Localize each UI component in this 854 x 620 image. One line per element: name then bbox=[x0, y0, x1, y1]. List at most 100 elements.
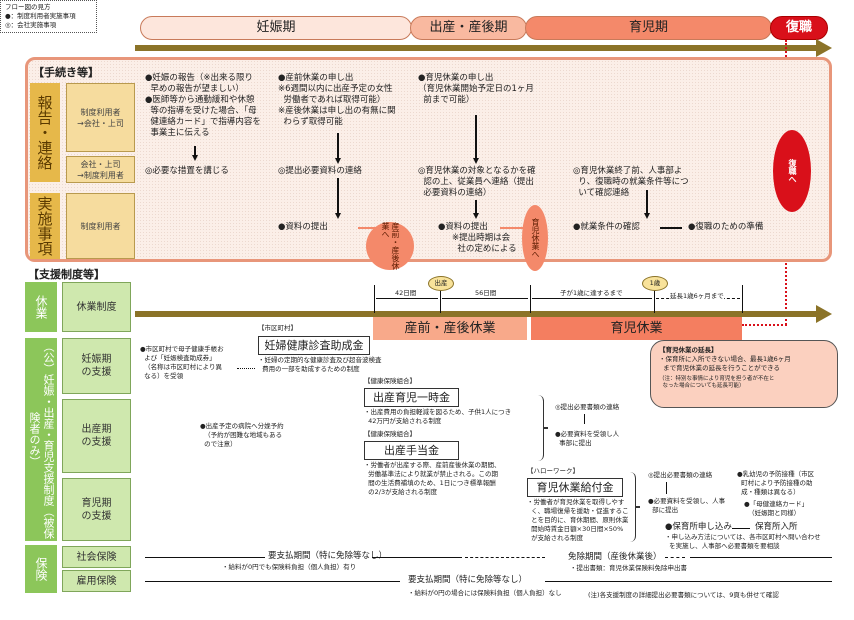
extension-callout: 【育児休業の延長】 ・保育所に入所できない場合、最長1歳6ヶ月 まで育児休業の延… bbox=[650, 340, 838, 408]
nursery-entry: 保育所入所 bbox=[755, 522, 798, 532]
action-check-conditions: ●就業条件の確認 bbox=[573, 222, 640, 232]
span-line bbox=[372, 557, 462, 558]
birth-submit: ●必要資料を受領し人 事部に提出 bbox=[555, 430, 620, 447]
pregnancy-org: 【市区町村】 bbox=[258, 324, 297, 332]
row-label-user-to-company: 制度利用者 →会社・上司 bbox=[66, 83, 135, 152]
pregnancy-grant-desc: ・妊婦の定期的な健康診査及び超音波検査 費用の一部を助成するための制度 bbox=[258, 356, 382, 373]
arrow-down-icon bbox=[473, 213, 479, 219]
lump-sum-desc: ・出産費用の負担軽減を図るため、子供1人につき 42万円が支給される制度 bbox=[364, 408, 512, 425]
brace-icon bbox=[630, 472, 640, 542]
flow-arrow bbox=[337, 133, 339, 159]
tick bbox=[530, 285, 531, 313]
arrow-down-icon bbox=[644, 213, 650, 219]
arrow-down-icon bbox=[335, 158, 341, 164]
tick bbox=[440, 290, 441, 313]
birth-action: ●出産予定の病院へ分娩予約 （予約が困難な地域もある ので注意） bbox=[200, 422, 284, 448]
childcare-benefit-box: 育児休業給付金 bbox=[527, 478, 623, 497]
to-childcare-leave-bubble: 育児休業へ bbox=[522, 205, 548, 271]
legend-user: ●：制度利用者実施事項 bbox=[5, 12, 76, 20]
row-label-user: 制度利用者 bbox=[66, 193, 135, 259]
span-line bbox=[376, 298, 438, 299]
social-exempt-period: 免除期間（産後休業後） bbox=[568, 552, 662, 562]
span-line bbox=[145, 557, 265, 558]
arrowhead-icon bbox=[816, 305, 832, 323]
span-line bbox=[690, 557, 832, 558]
period-childcare: 育児期 bbox=[525, 16, 772, 40]
group-insurance: 保険 bbox=[25, 545, 57, 593]
action-submit-1: ●資料の提出 bbox=[278, 222, 328, 232]
group-public-support: （公）妊娠・出産・育児支援制度（被保険者のみ） bbox=[25, 338, 57, 541]
period-birth: 出産・産後期 bbox=[410, 16, 527, 40]
span-42-days: 42日間 bbox=[395, 289, 417, 298]
period-return: 復職 bbox=[770, 16, 828, 40]
span-dashed-line bbox=[665, 557, 685, 558]
to-maternity-leave-bubble: 産前・産後休業へ bbox=[366, 222, 414, 270]
birth-contact: ◎提出必要書類の連絡 bbox=[555, 403, 620, 411]
to-return-bubble: 復職へ bbox=[773, 130, 811, 212]
action-submit-note: ※提出時期は会 社の定めによる bbox=[452, 233, 517, 254]
procedures-title: 【手続き等】 bbox=[33, 66, 99, 79]
childcare-submit: ●必要資料を受領し、人事 部に提出 bbox=[648, 497, 726, 514]
tick bbox=[742, 285, 743, 313]
label-social-insurance: 社会保険 bbox=[62, 546, 131, 568]
main-timeline-arrow bbox=[135, 45, 818, 51]
label-birth-support: 出産期 の支援 bbox=[62, 399, 131, 473]
row-label-company-to-user: 会社・上司 →制度利用者 bbox=[66, 156, 135, 183]
span-line bbox=[145, 581, 400, 582]
period-pregnancy: 妊娠期 bbox=[140, 16, 412, 40]
report-pregnancy: ●妊娠の報告（※出来る限り 早めの報告が望ましい） ●医師等から通勤緩和や休憩 … bbox=[145, 73, 261, 138]
label-leave-system: 休業制度 bbox=[62, 282, 131, 332]
contact-childcare-check: ◎育児休業の対象となるかを確 認の上、従業員へ連絡（提出 必要資料の連絡） bbox=[418, 166, 536, 198]
span-until-1: 子が1歳に達するまで bbox=[560, 289, 623, 298]
arrowhead-icon bbox=[816, 39, 832, 57]
procedures-panel bbox=[25, 57, 832, 262]
action-prepare-return: ●復職のための準備 bbox=[688, 222, 764, 232]
pregnancy-action: ●市区町村で母子健康手帳お よび「妊娠検査助成券」 （名称は市区町村により異 な… bbox=[140, 345, 224, 380]
contact-measures: ◎必要な措置を講じる bbox=[145, 166, 229, 176]
group-leave: 休業 bbox=[25, 282, 57, 332]
group-report: 報告・連絡 bbox=[30, 83, 60, 182]
childcare-leave-bar: 育児休業 bbox=[531, 317, 742, 340]
span-line bbox=[442, 298, 528, 299]
childcare-benefit-desc: ・労働者が育児休業を取得しやす く、職場復帰を援助・促進するこ とを目的に、育休… bbox=[527, 498, 629, 542]
lump-sum-org: 【健康保険組合】 bbox=[364, 377, 416, 385]
flow-arrow bbox=[666, 482, 667, 494]
tick bbox=[374, 285, 375, 313]
extension-title: 【育児休業の延長】 bbox=[659, 346, 718, 354]
social-pay-period: 要支払期間（特に免除等なし） bbox=[268, 551, 388, 561]
connector bbox=[358, 227, 378, 229]
employment-note: ・給料が0円の場合には保険料負担（個人負担）なし bbox=[408, 589, 562, 597]
label-employment-insurance: 雇用保険 bbox=[62, 570, 131, 592]
report-maternity: ●産前休業の申し出 ※6週間以内に出産予定の女性 労働者であれば取得可能） ※産… bbox=[278, 73, 396, 127]
span-56-days: 56日間 bbox=[475, 289, 497, 298]
nursery-desc: ・申し込み方法については、各市区町村へ問い合わせ を実施し、人事部へ必要書類を要… bbox=[665, 533, 821, 550]
allowance-box: 出産手当金 bbox=[364, 441, 459, 460]
legend: フロー図の見方●：制度利用者実施事項◎：会社実施事項 bbox=[0, 0, 97, 33]
childcare-contact: ◎提出必要書類の連絡 bbox=[648, 471, 713, 479]
leave-timeline-arrow bbox=[135, 311, 818, 317]
employment-pay-period: 要支払期間（特に免除等なし） bbox=[408, 575, 528, 585]
social-pay-note: ・給料が0円でも保険料負担（個人負担）有り bbox=[222, 563, 357, 571]
label-pregnancy-support: 妊娠期 の支援 bbox=[62, 338, 131, 394]
vaccination: ●乳幼児の予防接種（市区 町村により予防接種の助 成・種類は異なる） bbox=[737, 470, 815, 496]
allowance-desc: ・労働者が出産する際、産前産後休業の期間、 労働基準法により就業が禁止される。こ… bbox=[364, 461, 501, 496]
pregnancy-grant-box: 妊婦健康診査助成金 bbox=[258, 336, 370, 355]
support-title: 【支援制度等】 bbox=[28, 268, 105, 281]
return-dotted-line-h bbox=[742, 324, 787, 326]
span-dashed-line bbox=[465, 557, 545, 558]
birth-marker: 出産 bbox=[428, 276, 454, 291]
flow-arrow bbox=[475, 200, 477, 214]
brace-icon bbox=[538, 395, 548, 461]
tick bbox=[654, 290, 655, 313]
contact-docs: ◎提出必要資料の連絡 bbox=[278, 166, 362, 176]
arrow-down-icon bbox=[192, 155, 198, 161]
span-extension: 延長1歳6ヶ月まで bbox=[670, 292, 724, 301]
flow-arrow bbox=[475, 115, 477, 159]
group-action: 実施事項 bbox=[30, 193, 60, 259]
childcare-org: 【ハローワーク】 bbox=[527, 467, 579, 475]
flow-arrow bbox=[194, 146, 196, 156]
span-line bbox=[545, 581, 832, 582]
action-submit-2: ●資料の提出 bbox=[438, 222, 488, 232]
legend-title: フロー図の見方 bbox=[5, 3, 51, 11]
arrow-right-icon bbox=[660, 227, 682, 229]
